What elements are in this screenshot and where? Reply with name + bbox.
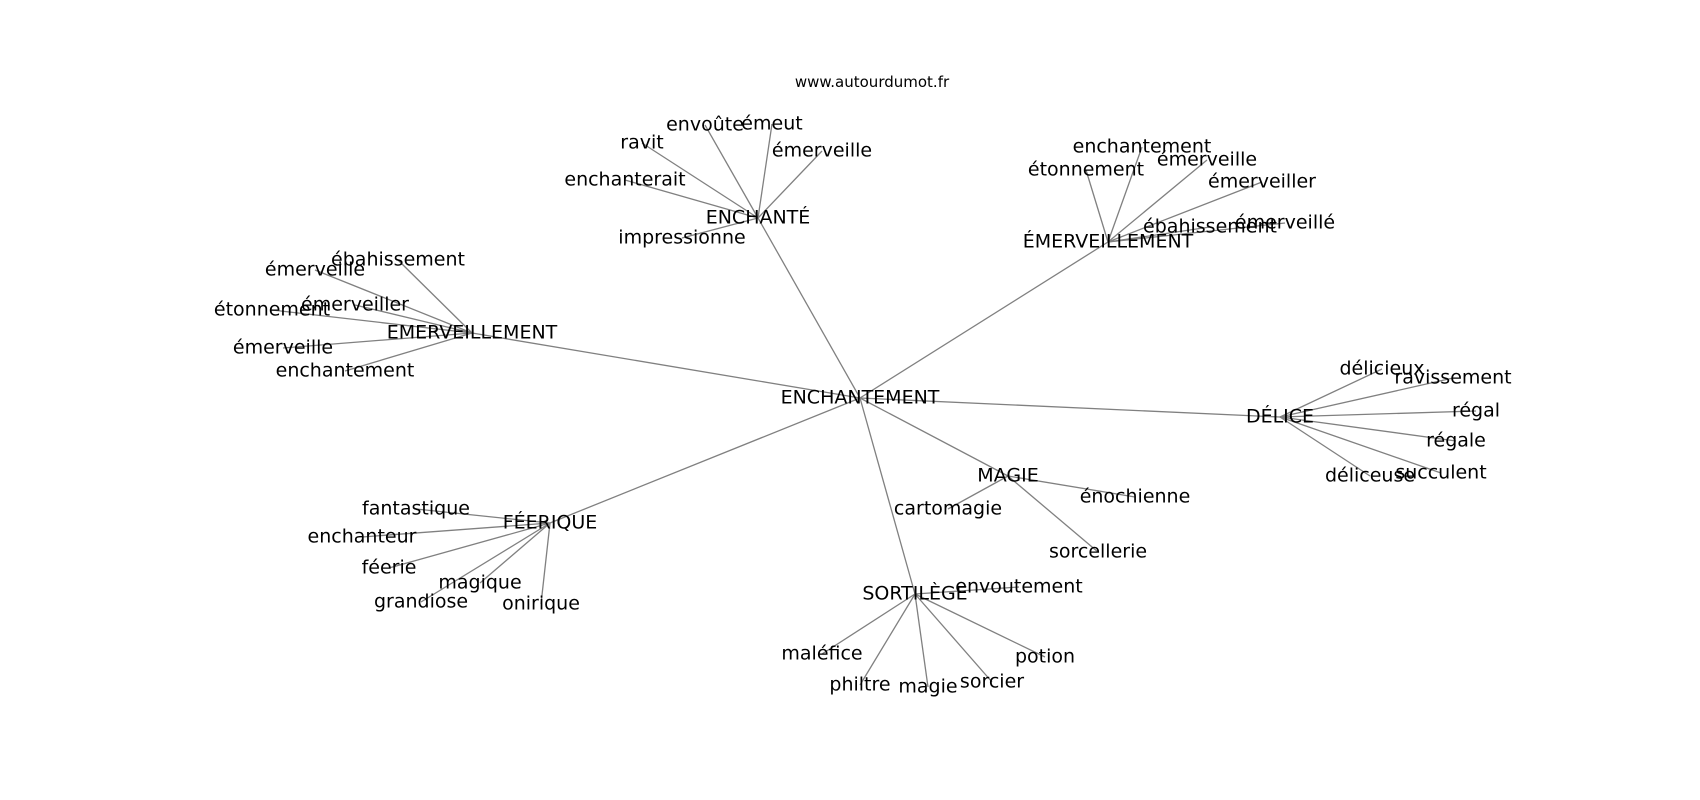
leaf-word: régal <box>1451 399 1501 422</box>
edge-emerveillement-leaf-3 <box>271 309 473 334</box>
edge-magie-leaf-2 <box>1007 475 1099 553</box>
edge-enchante-leaf-5 <box>681 217 759 239</box>
edge-emerveillement-accent-leaf-4 <box>1107 226 1211 243</box>
group-node-emerveillement: EMERVEILLEMENT <box>386 321 558 344</box>
edge-emerveillement-leaf-5 <box>344 332 473 372</box>
group-node-magie: MAGIE <box>977 464 1039 487</box>
edge-feerique-leaf-5 <box>540 522 551 605</box>
leaf-word: impressionne <box>618 226 746 249</box>
edge-emerveillement-accent-leaf-3 <box>1107 181 1263 243</box>
center-word: ENCHANTEMENT <box>780 386 940 409</box>
leaf-word: grandiose <box>373 590 469 613</box>
edge-enchante-leaf-3 <box>757 150 823 219</box>
leaf-word: émerveillé <box>1234 211 1336 234</box>
leaf-word: émerveiller <box>1208 170 1316 193</box>
edge-enchante-leaf-2 <box>641 142 759 219</box>
leaf-word: émerveiller <box>301 293 409 316</box>
edge-center-to-magie <box>859 397 1009 477</box>
leaf-word: enchanterait <box>564 168 686 191</box>
leaf-word: déliceuse <box>1324 464 1416 487</box>
leaf-word: succulent <box>1395 461 1487 484</box>
edge-feerique-leaf-3 <box>479 522 551 584</box>
edge-center-to-emerveillement <box>471 332 861 399</box>
edge-magie-leaf-1 <box>1007 475 1136 498</box>
leaf-word: délicieux <box>1339 357 1425 380</box>
edge-sortilege-leaf-4 <box>914 593 929 688</box>
leaf-word: enchantement <box>1072 135 1212 158</box>
leaf-word: cartomagie <box>893 497 1003 520</box>
leaf-word: ravissement <box>1394 366 1512 389</box>
edge-emerveillement-accent-leaf-2 <box>1107 159 1208 243</box>
edge-delice-leaf-1 <box>1279 377 1454 418</box>
leaf-word: ravit <box>620 131 664 154</box>
leaf-word: philtre <box>829 673 891 696</box>
edge-magie-leaf-0 <box>947 475 1009 510</box>
edge-emerveillement-leaf-4 <box>282 332 473 349</box>
leaf-word: envoûte <box>666 113 744 136</box>
edge-center-to-emerveillement-accent <box>859 241 1109 399</box>
leaf-word: onirique <box>502 592 580 615</box>
leaf-word: envoutement <box>955 575 1083 598</box>
site-watermark: www.autourdumot.fr <box>794 73 950 91</box>
edge-sortilege-leaf-5 <box>914 593 993 683</box>
leaf-word: maléfice <box>781 642 863 665</box>
leaf-word: émerveille <box>232 336 334 359</box>
leaf-word: émeut <box>741 112 803 135</box>
edge-emerveillement-leaf-1 <box>314 269 473 334</box>
edge-feerique-leaf-2 <box>388 522 551 569</box>
edge-feerique-leaf-4 <box>420 522 551 603</box>
edge-emerveillement-leaf-2 <box>354 304 473 334</box>
leaf-word: émerveille <box>771 139 873 162</box>
group-node-emerveillement-accent: ÉMERVEILLEMENT <box>1022 230 1194 253</box>
leaf-word: fantastique <box>362 497 470 520</box>
edge-feerique-leaf-0 <box>415 508 551 524</box>
leaf-word: sorcier <box>959 670 1025 693</box>
leaf-word: ébahissement <box>1143 215 1277 238</box>
edge-delice-leaf-0 <box>1279 368 1383 418</box>
edge-feerique-leaf-1 <box>361 522 551 538</box>
edge-sortilege-leaf-2 <box>914 593 1046 658</box>
edge-enchante-leaf-4 <box>624 179 759 219</box>
leaf-word: étonnement <box>213 298 331 321</box>
leaf-word: ébahissement <box>331 248 465 271</box>
group-node-delice: DÉLICE <box>1245 405 1315 428</box>
leaf-word: magie <box>898 675 958 698</box>
edge-delice-leaf-4 <box>1279 416 1371 477</box>
edge-center-to-enchante <box>757 217 861 399</box>
leaf-word: sorcellerie <box>1048 540 1148 563</box>
leaf-word: émerveille <box>264 258 366 281</box>
edge-center-to-delice <box>859 397 1281 418</box>
edge-center-to-feerique <box>549 397 861 524</box>
edge-enchante-leaf-0 <box>704 124 759 219</box>
group-node-feerique: FÉERIQUE <box>502 511 598 534</box>
leaf-word: régale <box>1426 429 1486 452</box>
edge-delice-leaf-5 <box>1279 416 1442 474</box>
leaf-word: magique <box>438 571 522 594</box>
leaf-word: énochienne <box>1079 485 1191 508</box>
edge-emerveillement-accent-leaf-5 <box>1107 222 1286 243</box>
group-node-enchante: ENCHANTÉ <box>705 206 811 229</box>
edge-delice-leaf-3 <box>1279 416 1457 442</box>
edge-emerveillement-accent-leaf-0 <box>1107 146 1143 243</box>
edge-enchante-leaf-1 <box>757 123 773 219</box>
edge-delice-leaf-2 <box>1279 410 1477 418</box>
edge-sortilege-leaf-1 <box>821 593 916 655</box>
leaf-word: émerveille <box>1156 148 1258 171</box>
leaf-word: étonnement <box>1027 158 1145 181</box>
edge-emerveillement-leaf-0 <box>397 259 473 334</box>
leaf-word: féerie <box>361 556 417 579</box>
edge-emerveillement-accent-leaf-1 <box>1085 169 1109 243</box>
leaf-word: potion <box>1014 645 1076 668</box>
leaf-word: enchantement <box>275 359 415 382</box>
edge-center-to-sortilege <box>859 397 916 595</box>
leaf-word: enchanteur <box>307 525 417 548</box>
edge-sortilege-leaf-0 <box>914 586 1020 595</box>
edge-sortilege-leaf-3 <box>859 593 916 686</box>
group-node-sortilege: SORTILÈGE <box>862 582 968 605</box>
